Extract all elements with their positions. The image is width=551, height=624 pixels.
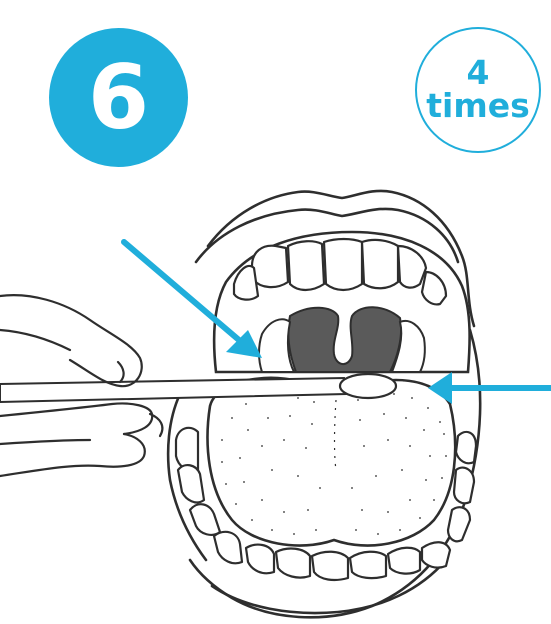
tongue xyxy=(208,378,456,546)
arrow-left-icon xyxy=(428,372,551,404)
